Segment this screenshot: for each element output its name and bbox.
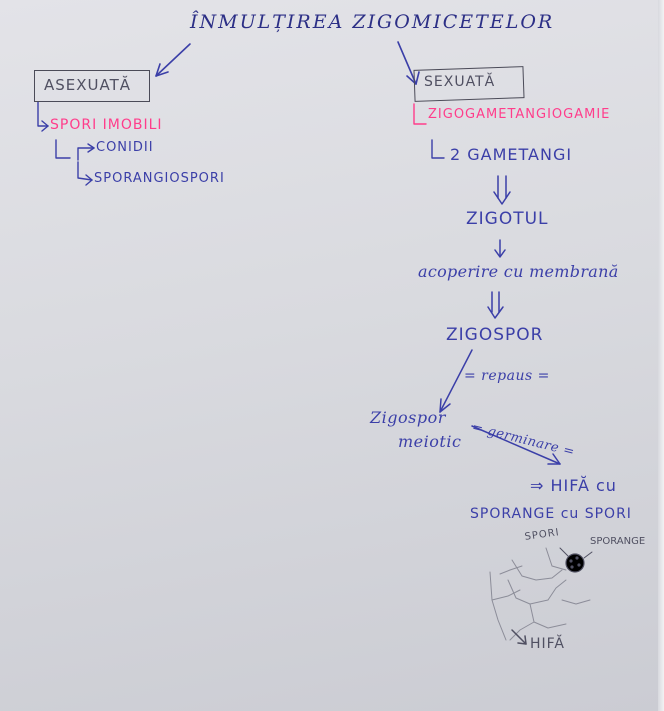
hypha-result-line-2: SPORANGE cu SPORI xyxy=(470,506,632,522)
arrow-icon xyxy=(55,139,95,186)
meiotic-zygospore-line-1: Zigospor xyxy=(370,408,446,427)
paper-edge xyxy=(658,0,664,711)
arrow-icon xyxy=(471,425,561,465)
arrow-icon xyxy=(439,349,473,413)
asexual-spores: SPORI IMOBILI xyxy=(50,117,163,133)
sketch-hypha-label: HIFĂ xyxy=(530,636,566,652)
sporangium-icon xyxy=(559,547,593,573)
double-arrow-icon xyxy=(487,291,504,319)
arrow-icon xyxy=(155,43,191,77)
arrow-icon xyxy=(37,101,49,132)
arrow-icon xyxy=(494,239,506,258)
spore-type-sporangiospores: SPORANGIOSPORI xyxy=(94,171,225,186)
zygospore-label: ZIGOSPOR xyxy=(446,325,544,345)
sketch-sporangium-label: SPORANGE xyxy=(590,536,646,547)
spore-type-conidia: CONIDII xyxy=(96,140,154,155)
arrow-icon xyxy=(397,41,420,85)
arrow-icon xyxy=(413,103,427,125)
asexual-box xyxy=(34,70,150,102)
asexual-heading: ASEXUATĂ xyxy=(44,76,132,94)
membrane-label: acoperire cu membrană xyxy=(418,262,619,281)
gametangia-label: 2 GAMETANGI xyxy=(450,145,573,164)
arrow-icon xyxy=(511,629,527,645)
hypha-result-line-1: ⇒ HIFĂ cu xyxy=(530,476,617,495)
meiotic-zygospore-line-2: meiotic xyxy=(398,432,462,451)
rest-label: = repaus = xyxy=(464,368,550,384)
arrow-icon xyxy=(431,139,445,159)
page-title: ÎNMULȚIREA ZIGOMICETELOR xyxy=(190,11,555,33)
double-arrow-icon xyxy=(493,175,511,205)
sketch-hypha-icon xyxy=(489,547,591,641)
sexual-process: ZIGOGAMETANGIOGAMIE xyxy=(428,107,611,122)
zygote-label: ZIGOTUL xyxy=(466,209,549,229)
sexual-heading: SEXUATĂ xyxy=(424,74,496,90)
